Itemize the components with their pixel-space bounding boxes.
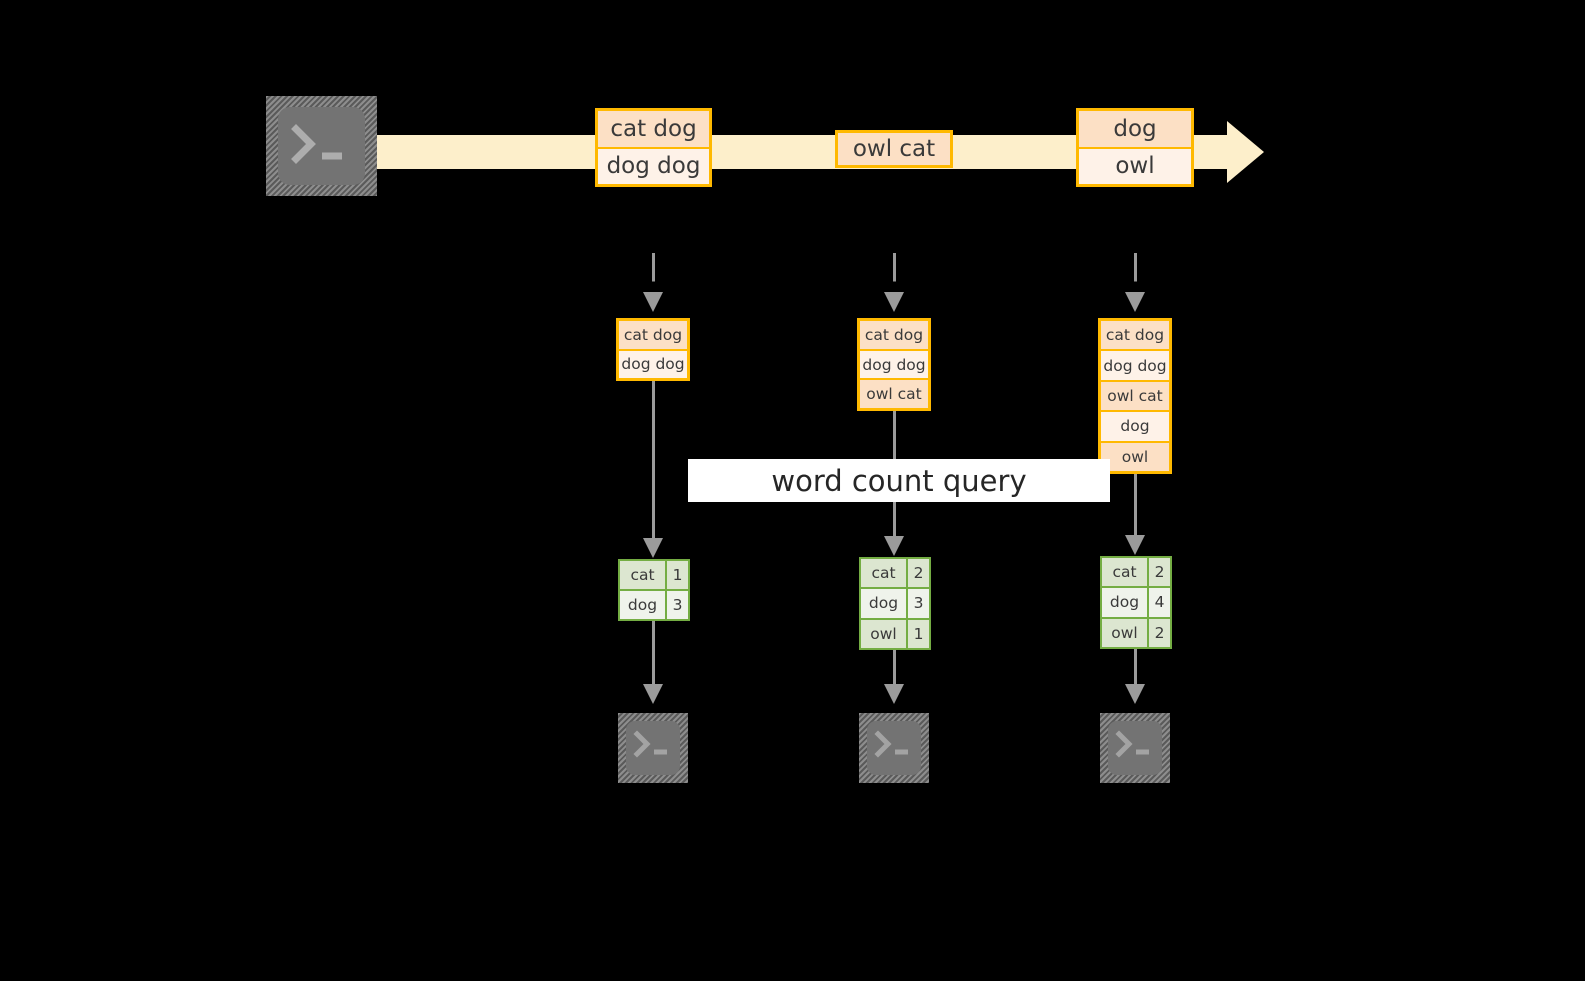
stream-record: owl cat [838,133,950,165]
snapshot-3-sink-arrow-head [1125,684,1145,704]
snapshot-2-input-row: owl cat [860,378,928,409]
table-row: dog 3 [620,589,688,619]
snapshot-3-capture-arrow-head [1125,292,1145,312]
snapshot-1-input-table: cat dog dog dog [616,318,690,381]
terminal-screen [626,721,680,775]
snapshot-1-capture-arrow-line [652,253,655,295]
stream-record: dog dog [598,146,709,184]
snapshot-1-capture-arrow-head [643,292,663,312]
terminal-screen [1108,721,1162,775]
snapshot-1-input-row: cat dog [619,321,687,349]
snapshot-3-query-arrow-line [1134,474,1137,538]
result-count: 3 [906,589,929,618]
result-word: owl [1102,618,1147,647]
snapshot-1-result-table: cat 1 dog 3 [618,559,690,621]
snapshot-2-sink-arrow-line [893,650,896,687]
result-count: 3 [665,591,688,619]
snapshot-3-sink-terminal-icon [1100,713,1170,783]
table-row: dog 3 [861,587,929,618]
snapshot-3-sink-arrow-line [1134,649,1137,687]
stream-record: dog [1079,111,1191,147]
table-row: cat 2 [861,559,929,588]
result-count: 4 [1147,588,1170,617]
snapshot-2-sink-terminal-icon [859,713,929,783]
snapshot-3-input-row: owl cat [1101,379,1169,411]
snapshot-3-input-table: cat dog dog dog owl cat dog owl [1098,318,1172,474]
result-word: dog [861,589,906,618]
terminal-prompt-glyph [874,730,908,758]
snapshot-2-input-row: cat dog [860,321,928,349]
snapshot-3-input-row: owl [1101,440,1169,472]
stream-group-2: owl cat [835,130,953,168]
snapshot-1-sink-terminal-icon [618,713,688,783]
snapshot-1-input-row: dog dog [619,348,687,378]
snapshot-2-query-arrow-head [884,536,904,556]
snapshot-3-input-row: dog dog [1101,349,1169,380]
result-count: 2 [1147,558,1170,587]
terminal-prompt-glyph [633,730,667,758]
terminal-screen [867,721,921,775]
result-count: 1 [906,619,929,648]
snapshot-3-capture-arrow-line [1134,253,1137,295]
snapshot-2-input-row: dog dog [860,348,928,379]
terminal-prompt-glyph [291,124,342,164]
snapshot-2-input-table: cat dog dog dog owl cat [857,318,931,411]
table-row: owl 2 [1102,616,1170,647]
table-row: cat 2 [1102,558,1170,587]
snapshot-3-input-row: cat dog [1101,321,1169,350]
terminal-screen [278,107,365,185]
snapshot-3-result-table: cat 2 dog 4 owl 2 [1100,556,1172,649]
snapshot-1-sink-arrow-head [643,684,663,704]
snapshot-2-capture-arrow-head [884,292,904,312]
snapshot-1-query-arrow-head [643,538,663,558]
stream-record: cat dog [598,111,709,147]
stream-record: owl [1079,146,1191,184]
stream-group-3: dog owl [1076,108,1194,187]
snapshot-2-capture-arrow-line [893,253,896,295]
result-word: dog [620,591,665,619]
result-count: 1 [665,561,688,589]
result-count: 2 [1147,618,1170,647]
snapshot-3-input-row: dog [1101,410,1169,441]
terminal-prompt-glyph [1115,730,1149,758]
snapshot-1-sink-arrow-line [652,621,655,687]
table-row: owl 1 [861,617,929,648]
table-row: cat 1 [620,561,688,589]
result-word: dog [1102,588,1147,617]
snapshot-2-sink-arrow-head [884,684,904,704]
snapshot-1-query-arrow-line [652,381,655,541]
snapshot-2-result-table: cat 2 dog 3 owl 1 [859,557,931,650]
result-word: owl [861,619,906,648]
result-word: cat [620,561,665,589]
stream-arrow-head [1227,121,1264,183]
result-word: cat [1102,558,1147,587]
result-word: cat [861,559,906,588]
table-row: dog 4 [1102,586,1170,617]
stream-group-1: cat dog dog dog [595,108,712,187]
source-terminal-icon [266,96,377,196]
snapshot-3-query-arrow-head [1125,535,1145,555]
query-label: word count query [688,459,1110,502]
result-count: 2 [906,559,929,588]
